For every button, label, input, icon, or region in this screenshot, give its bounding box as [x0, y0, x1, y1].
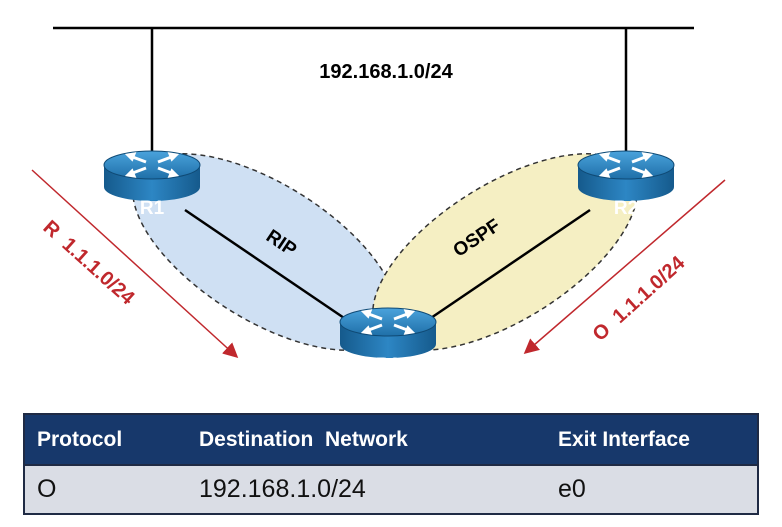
cell-exit-interface: e0: [558, 475, 586, 503]
cell-destination-network: 192.168.1.0/24: [199, 475, 366, 503]
header-destination-network: Destination Network: [199, 427, 408, 451]
routing-table: Protocol Destination Network Exit Interf…: [23, 413, 759, 515]
header-protocol: Protocol: [37, 427, 123, 451]
router-icon: [576, 149, 676, 203]
lan-network-label: 192.168.1.0/24: [319, 61, 453, 83]
network-diagram: 192.168.1.0/24 RIP OSPF R1 R2 R3 R 1.1.1…: [31, 26, 726, 376]
table-row: O 192.168.1.0/24 e0: [25, 464, 757, 513]
routing-table-header: Protocol Destination Network Exit Interf…: [25, 415, 757, 464]
router-icon: [338, 306, 438, 360]
ospf-advertisement-label: O 1.1.1.0/24: [589, 251, 690, 345]
rip-advertisement-arrow: [31, 169, 239, 359]
router-r1-label: R1: [140, 198, 165, 219]
ospf-advertisement-arrow: [523, 179, 726, 354]
router-r1[interactable]: R1: [102, 149, 202, 219]
rip-advertisement-label: R 1.1.1.0/24: [39, 216, 139, 310]
router-r3[interactable]: R3: [338, 306, 438, 376]
cell-protocol: O: [37, 475, 57, 503]
router-icon: [102, 149, 202, 203]
r2-r3-link: [424, 208, 591, 324]
header-exit-interface: Exit Interface: [558, 427, 690, 451]
router-r3-label: R3: [376, 355, 400, 376]
router-r2-label: R2: [614, 198, 638, 219]
r1-r3-link: [184, 208, 351, 324]
router-r2[interactable]: R2: [576, 149, 676, 219]
